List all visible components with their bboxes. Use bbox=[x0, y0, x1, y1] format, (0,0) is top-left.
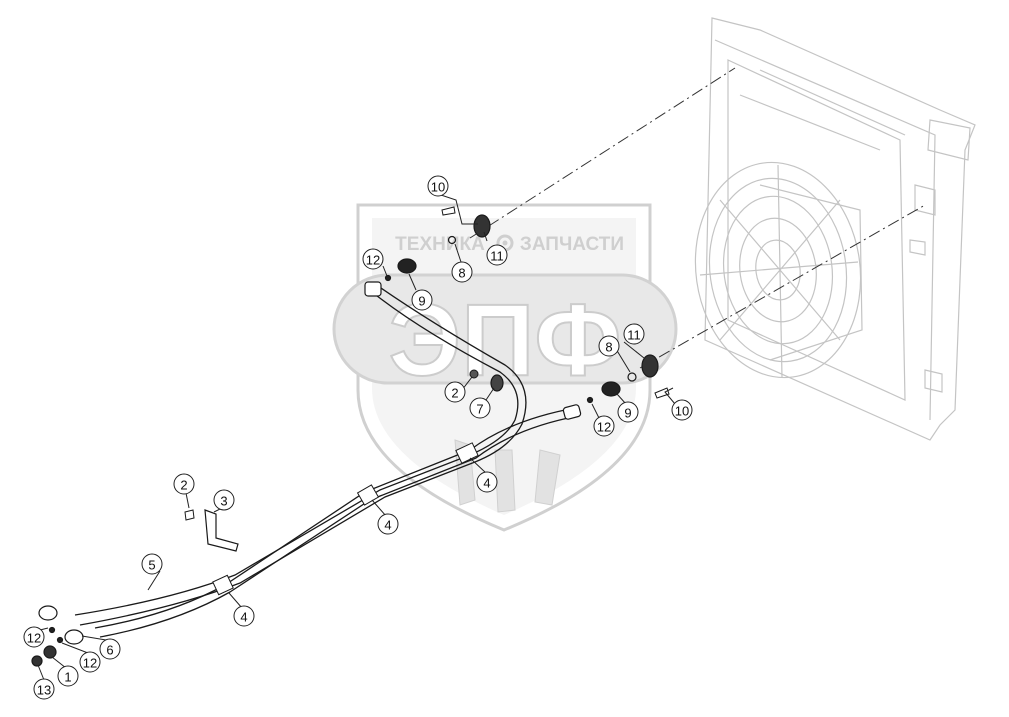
callout-3: 3 bbox=[213, 489, 235, 511]
bracket bbox=[204, 509, 239, 552]
callout-12: 12 bbox=[593, 415, 615, 437]
callout-9: 9 bbox=[617, 401, 639, 423]
callout-9: 9 bbox=[411, 289, 433, 311]
callout-number: 1 bbox=[64, 670, 71, 685]
callout-6: 6 bbox=[99, 638, 121, 660]
bolts bbox=[184, 206, 670, 521]
callout-number: 6 bbox=[106, 643, 113, 658]
callouts: 10 11 8 12 9 11 8 2 7 9 10 12 4 4 2 3 5 4 12 12 6 13 1 bbox=[23, 175, 693, 700]
callout-12: 12 bbox=[23, 626, 45, 648]
watermark-wheat bbox=[454, 439, 561, 513]
callout-circle bbox=[411, 289, 433, 311]
callout-number: 12 bbox=[83, 656, 97, 671]
callout-2: 2 bbox=[173, 473, 195, 495]
callout-number: 12 bbox=[366, 253, 380, 268]
callout-circle bbox=[451, 261, 473, 283]
callout-number: 5 bbox=[148, 558, 155, 573]
callout-circle bbox=[23, 626, 45, 648]
callout-circle bbox=[362, 248, 384, 270]
callout-circle bbox=[476, 471, 498, 493]
callout-10: 10 bbox=[671, 399, 693, 421]
callout-12: 12 bbox=[79, 651, 101, 673]
callout-circle bbox=[469, 397, 491, 419]
alignment-lines bbox=[469, 67, 926, 369]
callout-number: 9 bbox=[418, 294, 425, 309]
callout-circle bbox=[598, 335, 620, 357]
callout-circle bbox=[617, 401, 639, 423]
callout-11: 11 bbox=[486, 244, 508, 266]
watermark-logo: ЭПФ bbox=[389, 283, 622, 397]
callout-circle bbox=[33, 678, 55, 700]
callout-7: 7 bbox=[469, 397, 491, 419]
callout-number: 8 bbox=[458, 266, 465, 281]
callout-number: 10 bbox=[431, 180, 445, 195]
callout-number: 11 bbox=[490, 249, 504, 264]
fittings bbox=[31, 214, 659, 667]
callout-number: 10 bbox=[675, 404, 689, 419]
callout-number: 4 bbox=[483, 476, 490, 491]
callout-circle bbox=[377, 513, 399, 535]
callout-11: 11 bbox=[623, 323, 645, 345]
callout-number: 12 bbox=[597, 420, 611, 435]
callout-2: 2 bbox=[444, 381, 466, 403]
callout-1: 1 bbox=[57, 665, 79, 687]
callout-10: 10 bbox=[427, 175, 449, 197]
callout-number: 4 bbox=[384, 518, 391, 533]
callout-number: 11 bbox=[627, 328, 641, 343]
callout-circle bbox=[79, 651, 101, 673]
hose-upper bbox=[74, 285, 527, 626]
callout-circle bbox=[213, 489, 235, 511]
callout-number: 7 bbox=[476, 402, 483, 417]
callout-4: 4 bbox=[476, 471, 498, 493]
watermark: ТЕХНИКА ЗАПЧАСТИ ЭПФ bbox=[332, 203, 678, 532]
callout-circle bbox=[141, 553, 163, 575]
fan-guard bbox=[694, 161, 862, 379]
callout-12: 12 bbox=[362, 248, 384, 270]
callout-circle bbox=[57, 665, 79, 687]
callout-4: 4 bbox=[377, 513, 399, 535]
callout-number: 3 bbox=[220, 494, 227, 509]
callout-circle bbox=[593, 415, 615, 437]
callout-circle bbox=[486, 244, 508, 266]
callout-number: 9 bbox=[624, 406, 631, 421]
callout-circle bbox=[623, 323, 645, 345]
callout-circle bbox=[99, 638, 121, 660]
callout-number: 13 bbox=[37, 683, 51, 698]
callout-number: 8 bbox=[605, 340, 612, 355]
callout-number: 4 bbox=[240, 610, 247, 625]
callout-number: 12 bbox=[27, 631, 41, 646]
hose-clamps bbox=[212, 442, 479, 596]
callout-circle bbox=[671, 399, 693, 421]
callout-circle bbox=[427, 175, 449, 197]
watermark-left-word: ТЕХНИКА bbox=[395, 234, 485, 255]
radiator-assembly bbox=[694, 17, 976, 441]
hose-lower bbox=[94, 407, 579, 638]
callout-circle bbox=[173, 473, 195, 495]
callout-4: 4 bbox=[233, 605, 255, 627]
callout-circle bbox=[444, 381, 466, 403]
watermark-shield bbox=[356, 203, 652, 532]
watermark-right-word: ЗАПЧАСТИ bbox=[520, 234, 624, 255]
callout-5: 5 bbox=[141, 553, 163, 575]
callout-number: 2 bbox=[180, 478, 187, 493]
callout-number: 2 bbox=[451, 386, 458, 401]
callout-8: 8 bbox=[598, 335, 620, 357]
callout-circle bbox=[233, 605, 255, 627]
callout-8: 8 bbox=[451, 261, 473, 283]
callout-13: 13 bbox=[33, 678, 55, 700]
